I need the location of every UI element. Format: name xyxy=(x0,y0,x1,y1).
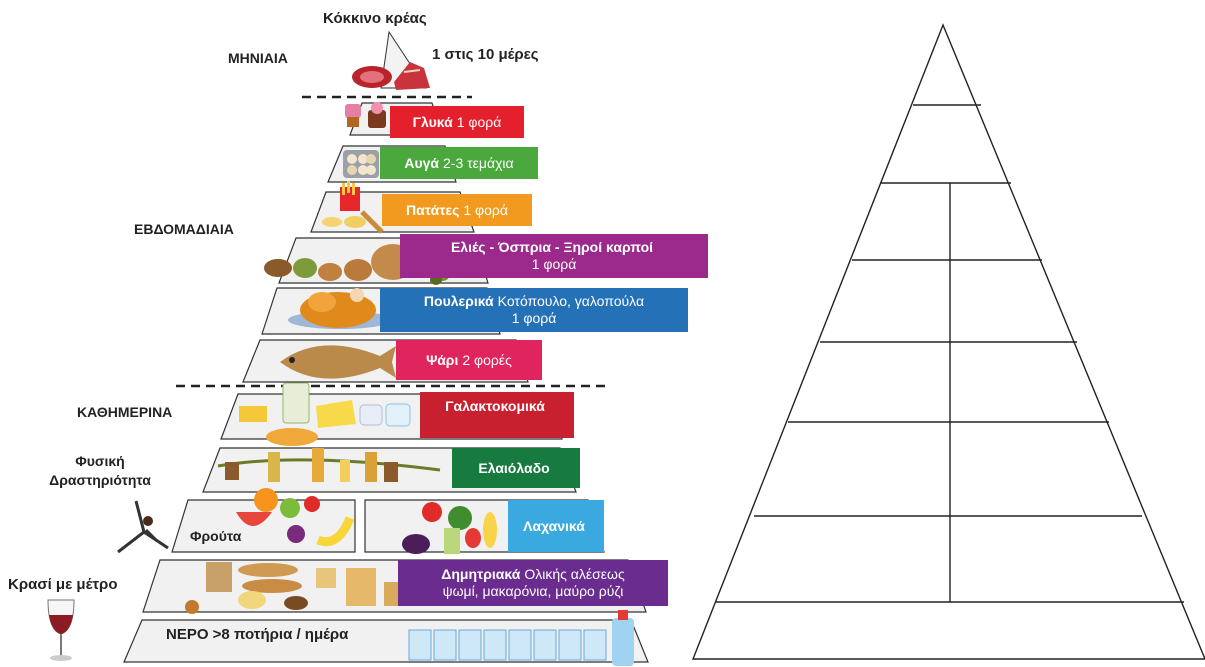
yoga-person-image xyxy=(117,500,169,554)
cereals-detail: Ολικής αλέσεως xyxy=(524,566,625,582)
red-meat-frequency: 1 στις 10 μέρες xyxy=(432,46,539,63)
eggs-name: Αυγά xyxy=(404,154,440,171)
poultry-detail: Κοτόπουλο, γαλοπούλα xyxy=(497,293,645,309)
red-meat-title: Κόκκινο κρέας xyxy=(323,10,427,27)
eggs-image xyxy=(343,150,379,178)
wine-label: Κρασί με μέτρο xyxy=(8,576,118,593)
fish-freq: 2 φορές xyxy=(462,351,512,368)
olives-name: Ελιές - Όσπρια - Ξηροί καρποί xyxy=(450,239,654,255)
empty-pyramid xyxy=(691,23,1205,660)
olive-oil-image xyxy=(217,448,441,482)
poultry-name: Πουλερικά xyxy=(423,293,494,309)
sweets-image xyxy=(345,102,386,128)
vegetables-image xyxy=(402,502,497,554)
fruits-image xyxy=(236,488,355,547)
vegetables-name: Λαχανικά xyxy=(523,517,585,534)
vegetables-box: Λαχανικά xyxy=(508,500,604,552)
sweets-freq: 1 φορά xyxy=(456,113,502,130)
potatoes-name: Πατάτες xyxy=(406,201,460,218)
olives-box: Ελιές - Όσπρια - Ξηροί καρποί 1 φορά xyxy=(400,234,708,278)
olive-oil-name: Ελαιόλαδο xyxy=(478,459,550,476)
daily-label: ΚΑΘΗΜΕΡΙΝΑ xyxy=(77,404,173,420)
fish-name: Ψάρι xyxy=(426,351,459,368)
poultry-freq: 1 φορά xyxy=(511,310,557,326)
water-label: ΝΕΡΟ >8 ποτήρια / ημέρα xyxy=(166,626,349,643)
potatoes-freq: 1 φορά xyxy=(463,201,508,218)
weekly-label: ΕΒΔΟΜΑΔΙΑΙΑ xyxy=(134,221,234,237)
physical-activity-label: Φυσική Δραστηριότητα xyxy=(49,453,151,488)
wine-glass-image xyxy=(47,599,75,661)
eggs-freq: 2-3 τεμάχια xyxy=(443,154,514,171)
olives-freq: 1 φορά xyxy=(531,256,577,272)
monthly-label: ΜΗΝΙΑΙΑ xyxy=(228,50,288,66)
red-meat-image xyxy=(352,62,430,90)
cereals-image xyxy=(185,562,400,614)
water-image xyxy=(408,610,634,666)
olive-oil-box: Ελαιόλαδο xyxy=(452,448,580,488)
sweets-name: Γλυκά xyxy=(412,113,453,130)
fruits-label: Φρούτα xyxy=(190,528,242,544)
potatoes-image xyxy=(322,181,384,234)
dairy-name: Γαλακτοκομικά xyxy=(445,398,545,414)
dairy-box: Γαλακτοκομικά xyxy=(420,392,574,438)
tier-fruits xyxy=(171,499,356,553)
cereals-detail2: ψωμί, μακαρόνια, μαύρο ρύζι xyxy=(442,583,624,599)
cereals-name: Δημητριακά xyxy=(441,566,521,582)
chicken-image xyxy=(288,288,392,329)
fish-image xyxy=(280,345,396,379)
